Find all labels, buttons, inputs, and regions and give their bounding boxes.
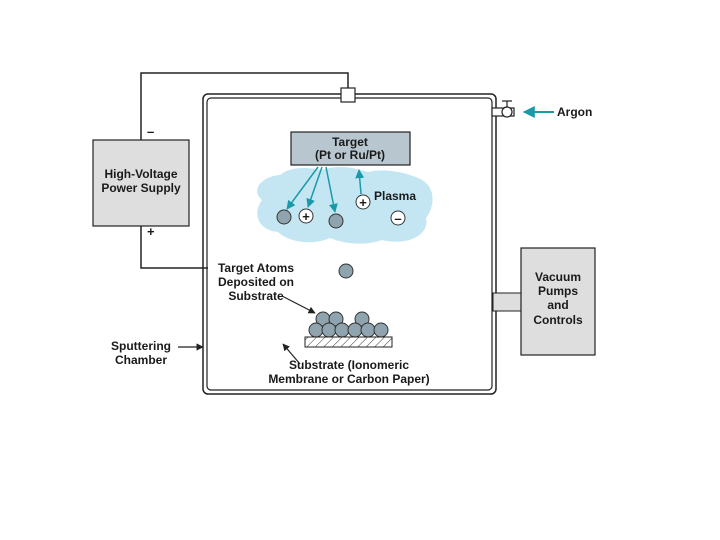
substrate-label-line2: Membrane or Carbon Paper) — [268, 372, 429, 386]
substrate — [304, 336, 393, 348]
vacuum-line4: Controls — [533, 313, 583, 327]
vacuum-box — [520, 247, 596, 356]
plasma-cloud — [257, 166, 433, 244]
vacuum-pipe — [492, 292, 522, 312]
sputtered-atom — [328, 213, 344, 229]
argon-ion-plus: + — [302, 209, 310, 224]
substrate-pointer — [282, 343, 301, 365]
target-label-line2: (Pt or Ru/Pt) — [315, 148, 385, 162]
chamber-label-line2: Chamber — [115, 353, 167, 367]
chamber-label-line1: Sputtering — [111, 339, 171, 353]
substrate-label-line1: Substrate (Ionomeric — [289, 358, 409, 372]
power-supply-negative: – — [147, 124, 154, 139]
vacuum-line1: Vacuum — [535, 270, 581, 284]
argon-label: Argon — [557, 105, 592, 119]
deposited-atoms — [308, 311, 389, 338]
feedthrough — [340, 87, 356, 103]
sputter-arrows — [286, 166, 365, 213]
power-supply-line1: High-Voltage — [104, 167, 177, 181]
power-supply-positive: + — [147, 224, 155, 239]
vacuum-line3: and — [547, 298, 568, 312]
power-supply-line2: Power Supply — [101, 181, 181, 195]
electron — [390, 210, 406, 226]
vacuum-line2: Pumps — [538, 284, 578, 298]
target-label-line1: Target — [332, 135, 368, 149]
argon-valve — [491, 100, 515, 118]
target-atoms-pointer — [281, 295, 316, 314]
target-atoms-line3: Substrate — [228, 289, 284, 303]
target-atoms-line2: Deposited on — [218, 275, 294, 289]
power-supply-box — [92, 139, 190, 227]
argon-ion — [298, 208, 314, 224]
plasma-label: Plasma — [374, 189, 416, 203]
argon-ion-plus: + — [359, 195, 367, 210]
target-atoms-line1: Target Atoms — [218, 261, 294, 275]
target-atom — [338, 263, 354, 279]
target-box — [290, 131, 411, 166]
electron-minus: – — [394, 211, 401, 226]
sputtered-atom — [276, 209, 292, 225]
power-wiring — [140, 72, 349, 269]
argon-ion — [355, 194, 371, 210]
